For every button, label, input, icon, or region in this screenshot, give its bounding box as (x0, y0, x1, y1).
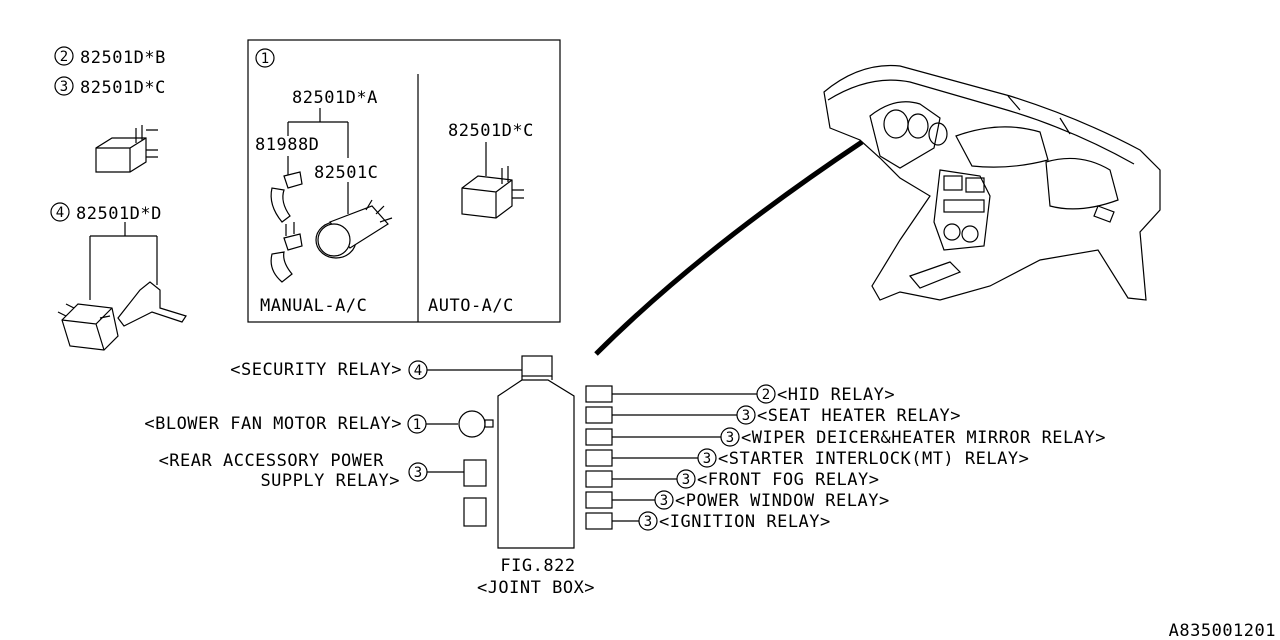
legend-item-2: 2 82501D*B (54, 46, 166, 68)
auto-relay-illustration (461, 166, 524, 219)
legend-item-3: 3 82501D*C (54, 76, 166, 98)
security-relay-callout: <SECURITY RELAY> 4 (230, 360, 522, 380)
part-number-82501d-a: 82501D*A (292, 88, 378, 108)
part-number-82501d-c-auto: 82501D*C (448, 121, 534, 141)
right-relay-callouts: 2 <HID RELAY> 3 <SEAT HEATER RELAY> 3 <WIPER … (585, 384, 1106, 532)
manual-auto-ac-box (247, 39, 561, 323)
seat-heater-relay-label: <SEAT HEATER RELAY> (757, 406, 961, 426)
callout-4-number: 4 (56, 205, 64, 221)
ignition-relay-callout-circle (638, 511, 658, 531)
seat-heater-relay-callout: 3 <SEAT HEATER RELAY> (585, 405, 961, 426)
joint-box-figure-reference: FIG.822 (500, 556, 575, 576)
wiper-deicer-heater-mirror-relay-callout-number: 3 (726, 430, 734, 446)
joint-box-label: <JOINT BOX> (477, 578, 595, 598)
callout-1-number: 1 (261, 51, 269, 67)
starter-interlock-relay-callout-circle (697, 448, 717, 468)
starter-interlock-relay-callout-number: 3 (703, 451, 711, 467)
front-fog-relay-socket (585, 470, 613, 488)
hid-relay-callout-circle (756, 384, 776, 404)
starter-interlock-relay-callout: 3 <STARTER INTERLOCK(MT) RELAY> (585, 448, 1029, 469)
front-fog-relay-callout-circle (676, 469, 696, 489)
starter-interlock-relay-socket (585, 449, 613, 467)
wiper-deicer-heater-mirror-relay-socket (585, 428, 613, 446)
callout-3-number: 3 (60, 79, 68, 95)
callout-1-circle (255, 48, 275, 68)
blower-fan-motor-relay-label: <BLOWER FAN MOTOR RELAY> (144, 414, 402, 434)
clip-part-illustration (270, 171, 303, 283)
rear-accessory-relay-label-line1: <REAR ACCESSORY POWER (159, 451, 385, 471)
security-relay-label: <SECURITY RELAY> (230, 360, 402, 380)
leader-lines-4 (89, 222, 158, 300)
security-relay-with-bracket-illustration (57, 281, 187, 351)
power-window-relay-callout: 3 <POWER WINDOW RELAY> (585, 490, 890, 511)
wiper-deicer-heater-mirror-relay-callout: 3 <WIPER DEICER&HEATER MIRROR RELAY> (585, 427, 1106, 448)
part-number-82501c: 82501C (314, 163, 378, 183)
blower-fan-motor-relay-callout-number: 1 (413, 417, 421, 433)
rear-accessory-relay-callout-number: 3 (414, 465, 422, 481)
part-number-81988d: 81988D (255, 135, 319, 155)
wiper-deicer-heater-mirror-relay-callout-circle (720, 427, 740, 447)
blower-fan-motor-relay-callout: <BLOWER FAN MOTOR RELAY> 1 (144, 410, 494, 438)
part-number-82501d-b: 82501D*B (80, 48, 166, 68)
rear-accessory-power-supply-relay-callout: <REAR ACCESSORY POWER SUPPLY RELAY> 3 (159, 451, 487, 527)
front-fog-relay-callout-number: 3 (682, 472, 690, 488)
security-relay-callout-number: 4 (414, 363, 422, 379)
front-fog-relay-label: <FRONT FOG RELAY> (697, 470, 880, 490)
wiper-deicer-heater-mirror-relay-label: <WIPER DEICER&HEATER MIRROR RELAY> (741, 428, 1106, 448)
rear-accessory-relay-label-line2: SUPPLY RELAY> (260, 471, 400, 491)
front-fog-relay-callout: 3 <FRONT FOG RELAY> (585, 469, 880, 490)
dashboard-illustration (823, 64, 1161, 301)
part-number-82501d-d: 82501D*D (76, 204, 162, 224)
hid-relay-callout-number: 2 (762, 387, 770, 403)
seat-heater-relay-callout-circle (736, 405, 756, 425)
seat-heater-relay-callout-number: 3 (742, 408, 750, 424)
leader-lines-82501d-a (287, 108, 349, 158)
auto-ac-label: AUTO-A/C (428, 296, 514, 316)
joint-box-illustration (497, 355, 575, 549)
power-window-relay-callout-circle (654, 490, 674, 510)
power-window-relay-label: <POWER WINDOW RELAY> (675, 491, 890, 511)
power-window-relay-callout-number: 3 (660, 493, 668, 509)
power-window-relay-socket (585, 491, 613, 509)
relay-part-illustration (95, 125, 158, 173)
callout-2-number: 2 (60, 49, 68, 65)
hid-relay-callout: 2 <HID RELAY> (585, 384, 895, 405)
round-relay-illustration (315, 199, 393, 259)
starter-interlock-relay-label: <STARTER INTERLOCK(MT) RELAY> (718, 449, 1029, 469)
manual-ac-label: MANUAL-A/C (260, 296, 367, 316)
location-pointer-line (594, 139, 864, 356)
legend-item-4: 4 82501D*D (50, 202, 162, 224)
ignition-relay-callout-number: 3 (644, 514, 652, 530)
diagram-id: A835001201 (1169, 621, 1276, 640)
part-number-82501d-c: 82501D*C (80, 78, 166, 98)
hid-relay-socket (585, 385, 613, 403)
seat-heater-relay-socket (585, 406, 613, 424)
ignition-relay-callout: 3 <IGNITION RELAY> (585, 511, 831, 532)
ignition-relay-label: <IGNITION RELAY> (659, 512, 831, 532)
hid-relay-label: <HID RELAY> (777, 385, 895, 405)
ignition-relay-socket (585, 512, 613, 530)
